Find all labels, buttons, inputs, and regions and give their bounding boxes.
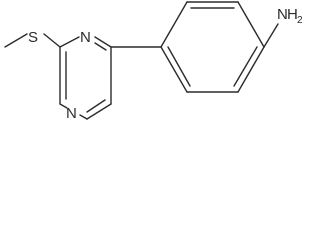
bond-methyl-sulfur [4,33,28,48]
bond-ph6-ph1-double [167,46,191,87]
chemical-structure-diagram: S N N N H 2 [4,1,303,122]
bond-ph4-ph5-double [233,46,258,87]
atom-sulfur-label: S [28,29,38,46]
atom-nitrogen-bottom-label: N [66,105,77,122]
atom-amine-n-label: N [277,6,288,23]
atom-nitrogen-top-label: N [80,29,91,46]
bond-phenyl-amine [263,23,279,48]
bond-ph6-ph1 [160,46,188,93]
bond-n3-c4-double [94,42,107,51]
bond-n3-c4 [94,36,112,48]
bond-ph1-ph2 [160,1,188,48]
bond-c2-n1-lower [59,103,68,109]
bond-ph4-ph5 [237,46,265,93]
bond-c2-n3 [59,36,80,48]
bond-ph3-ph4 [237,1,265,48]
atom-amine-h-label: H [287,6,298,23]
bond-c6-n1 [79,114,88,120]
bond-c5-c6-double [86,99,106,113]
atom-amine-subscript-label: 2 [297,15,303,26]
bond-c5-c6 [86,103,112,120]
bond-sulfur-c2 [43,33,61,48]
